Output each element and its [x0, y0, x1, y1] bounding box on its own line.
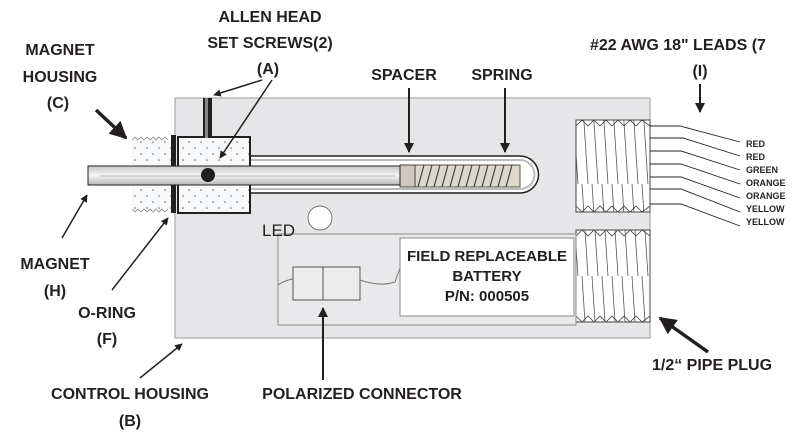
led-label: LED [262, 221, 295, 240]
battery-label-line2: BATTERY [452, 268, 521, 285]
battery-part-number: P/N: 000505 [445, 288, 529, 305]
wire-label: ORANGE [746, 178, 786, 188]
svg-text:(I): (I) [692, 63, 707, 80]
wire-label: YELLOW [746, 217, 785, 227]
svg-text:MAGNET: MAGNET [25, 42, 95, 59]
led-indicator [307, 205, 333, 231]
magnet-rod [87, 165, 401, 186]
polarized-connector [277, 266, 401, 301]
callout-arrows [61, 79, 710, 380]
svg-text:(B): (B) [119, 413, 141, 430]
svg-text:CONTROL HOUSING: CONTROL HOUSING [51, 386, 209, 403]
battery-label-line1: FIELD REPLACEABLE [407, 248, 567, 265]
lead-wires [650, 125, 741, 227]
label-allen-head: ALLEN HEAD SET SCREWS(2) (A) [207, 9, 332, 78]
label-leads: #22 AWG 18" LEADS (7 (I) [590, 37, 766, 80]
svg-text:(H): (H) [44, 283, 66, 300]
label-spacer: SPACER [371, 67, 437, 84]
label-polarized-connector: POLARIZED CONNECTOR [262, 386, 462, 403]
label-pipe-plug: 1/2“ PIPE PLUG [652, 357, 772, 374]
wire-label: GREEN [746, 165, 778, 175]
wire-label: RED [746, 139, 766, 149]
spacer [399, 164, 416, 188]
wire-label: YELLOW [746, 204, 785, 214]
label-magnet-housing: MAGNET HOUSING (C) [23, 42, 98, 112]
svg-text:(F): (F) [97, 331, 117, 348]
svg-text:MAGNET: MAGNET [20, 256, 90, 273]
label-spring: SPRING [471, 67, 532, 84]
svg-text:(C): (C) [47, 95, 69, 112]
spring [414, 164, 521, 188]
pipe-plug-thread [575, 229, 651, 323]
battery-box [399, 237, 575, 317]
svg-text:ALLEN HEAD: ALLEN HEAD [218, 9, 321, 26]
lead-fitting-thread [575, 119, 651, 213]
svg-text:O-RING: O-RING [78, 305, 136, 322]
svg-text:HOUSING: HOUSING [23, 69, 98, 86]
svg-text:#22 AWG 18" LEADS (7: #22 AWG 18" LEADS (7 [590, 37, 766, 54]
wire-color-labels: RED RED GREEN ORANGE ORANGE YELLOW YELLO… [746, 139, 786, 227]
wire-label: ORANGE [746, 191, 786, 201]
wire-label: RED [746, 152, 766, 162]
svg-text:SET SCREWS(2): SET SCREWS(2) [207, 35, 332, 52]
set-screw-tip [201, 168, 215, 182]
label-magnet: MAGNET (H) [20, 256, 90, 300]
svg-text:(A): (A) [257, 61, 279, 78]
label-control-housing: CONTROL HOUSING (B) [51, 386, 209, 430]
label-o-ring: O-RING (F) [78, 305, 136, 348]
